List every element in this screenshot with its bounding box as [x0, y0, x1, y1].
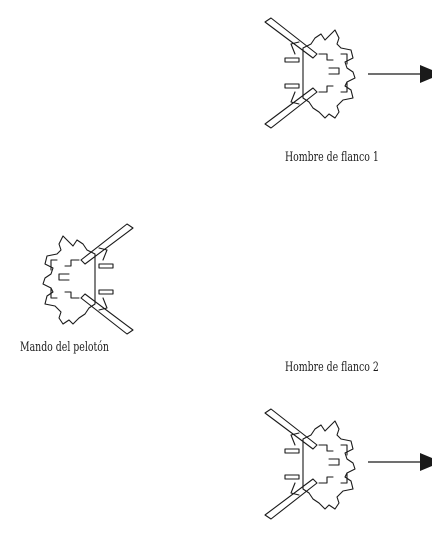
flanker-2-label: Hombre de flanco 2 — [285, 360, 379, 375]
flanker-1-figure — [255, 14, 370, 132]
squad-leader-label: Mando del pelotón — [20, 340, 109, 355]
squad-leader-figure — [28, 220, 143, 338]
soldier-figure-icon — [255, 405, 370, 523]
flanker-2-arrow — [368, 450, 432, 474]
flanker-1-arrow — [368, 62, 432, 86]
soldier-figure-icon — [255, 14, 370, 132]
flanker-1-label: Hombre de flanco 1 — [285, 150, 379, 165]
soldier-figure-icon — [28, 220, 143, 338]
flanker-2-figure — [255, 405, 370, 523]
